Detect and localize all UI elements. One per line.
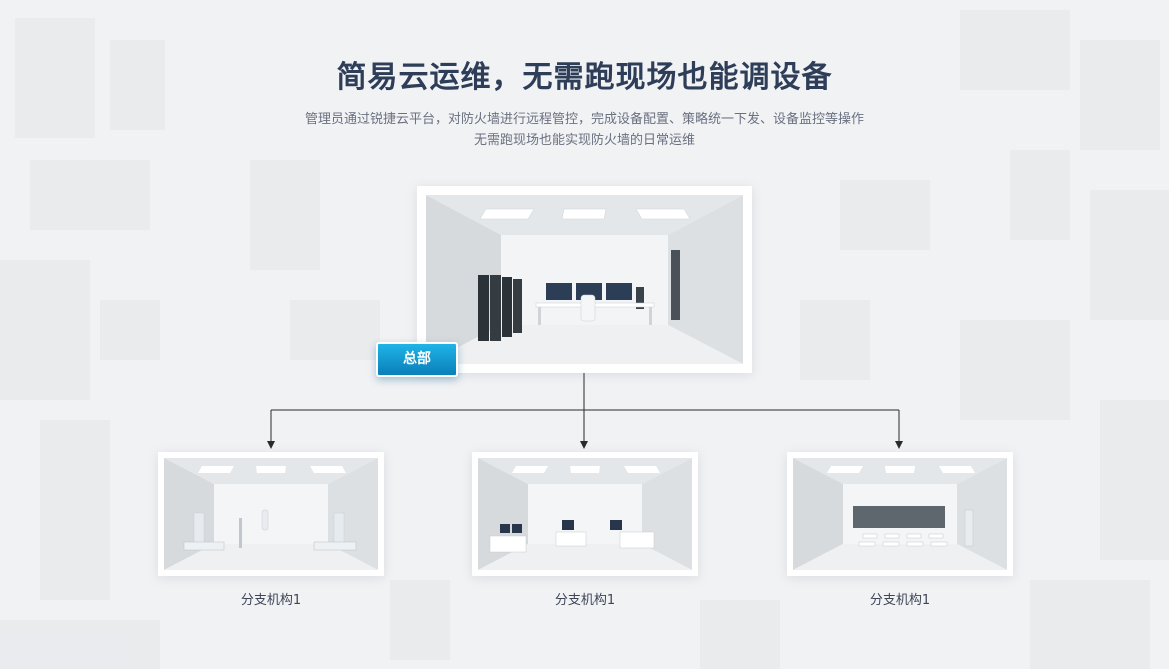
branch-label-3: 分支机构1 xyxy=(869,593,931,608)
branch-room-3 xyxy=(787,452,1013,576)
subtitle-line-1: 管理员通过锐捷云平台，对防火墙进行远程管控，完成设备配置、策略统一下发、设备监控… xyxy=(304,112,864,127)
page-title: 简易云运维，无需跑现场也能调设备 xyxy=(336,60,833,95)
hospital-ward-icon xyxy=(164,458,378,570)
branch-label-1: 分支机构1 xyxy=(240,593,302,608)
subtitle-line-2: 无需跑现场也能实现防火墙的日常运维 xyxy=(473,133,695,148)
branch-room-1 xyxy=(158,452,384,576)
office-workstations-icon xyxy=(478,458,692,570)
page-subtitle: 管理员通过锐捷云平台，对防火墙进行远程管控，完成设备配置、策略统一下发、设备监控… xyxy=(0,109,1169,151)
branch-room-2 xyxy=(472,452,698,576)
server-room-icon xyxy=(426,195,743,364)
headquarters-room xyxy=(417,186,752,373)
headquarters-badge[interactable]: 总部 xyxy=(376,342,458,377)
classroom-icon xyxy=(793,458,1007,570)
branch-label-2: 分支机构1 xyxy=(554,593,616,608)
